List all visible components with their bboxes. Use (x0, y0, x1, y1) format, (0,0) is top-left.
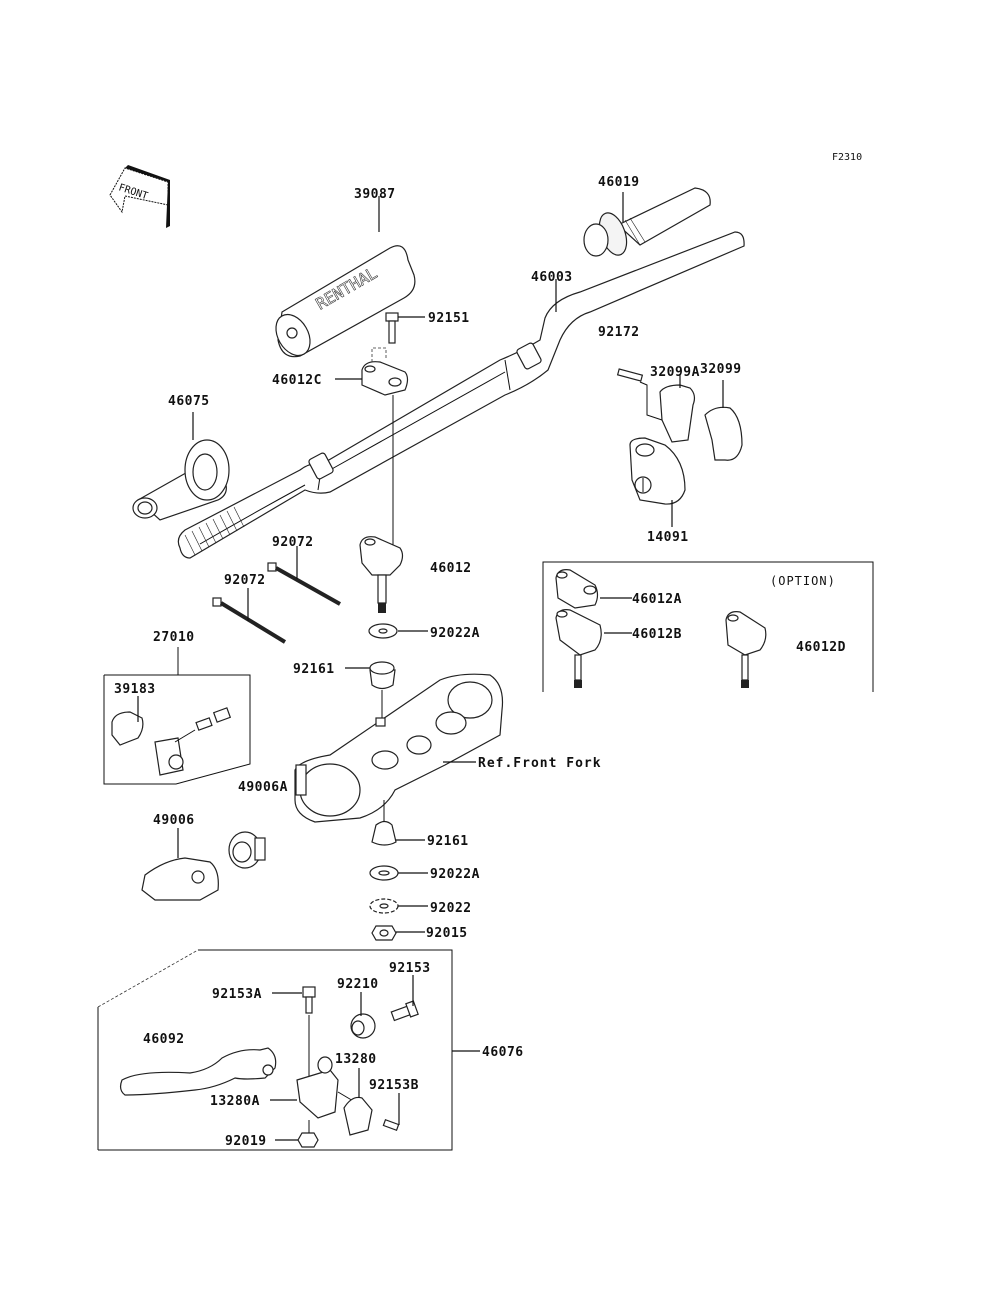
part-label-92161-top: 92161 (293, 662, 335, 677)
cable-tie-upper (267, 562, 341, 606)
part-label-46012a: 46012A (632, 592, 682, 607)
part-label-32099a: 32099A (650, 365, 700, 380)
part-label-49006a: 49006A (238, 780, 288, 795)
lever-assembly-box (97, 949, 453, 1151)
lever-perch-13280a (296, 1056, 361, 1119)
part-label-13280a: 13280A (210, 1094, 260, 1109)
nut-92019 (297, 1132, 319, 1148)
part-label-92153a: 92153A (212, 987, 262, 1002)
washer-92022a-top (368, 623, 398, 639)
upper-clamp-46012c (361, 361, 409, 396)
part-label-92072b: 92072 (224, 573, 266, 588)
part-label-92022a-top: 92022A (430, 626, 480, 641)
part-label-46019: 46019 (598, 175, 640, 190)
part-label-39183: 39183 (114, 682, 156, 697)
part-label-39087: 39087 (354, 187, 396, 202)
option-label: (OPTION) (770, 574, 836, 588)
part-label-46012: 46012 (430, 561, 472, 576)
bushing-92161-bottom (371, 820, 397, 846)
figure-code: F2310 (832, 152, 862, 163)
clutch-lever-46092 (119, 1047, 277, 1096)
part-label-92161-bot: 92161 (427, 834, 469, 849)
lower-clamp-46012 (359, 536, 404, 613)
cover-49006a (228, 831, 266, 869)
bolt-92153 (390, 1000, 419, 1022)
washer-92022 (369, 898, 399, 914)
bolt-92153a (302, 986, 316, 1014)
handlebar-pad: RENTHAL (275, 245, 416, 358)
nut-92015 (371, 925, 397, 941)
part-label-92172: 92172 (598, 325, 640, 340)
bolt-92153b (382, 1119, 400, 1131)
part-label-27010: 27010 (153, 630, 195, 645)
throttle-grip (583, 187, 711, 257)
part-label-92151: 92151 (428, 311, 470, 326)
front-arrow-icon: FRONT (109, 165, 170, 228)
switch-housing-assembly (616, 368, 743, 505)
part-label-92022a-bot: 92022A (430, 867, 480, 882)
part-label-46012d: 46012D (796, 640, 846, 655)
adjuster-92210 (350, 1013, 376, 1039)
clamp-13280 (343, 1096, 373, 1136)
switch-kit-box (103, 647, 251, 785)
part-label-46076: 46076 (482, 1045, 524, 1060)
handlebar (177, 231, 745, 559)
part-label-13280: 13280 (335, 1052, 377, 1067)
part-label-92072a: 92072 (272, 535, 314, 550)
part-label-92153: 92153 (389, 961, 431, 976)
grip-46075 (132, 439, 230, 521)
part-label-92153b: 92153B (369, 1078, 419, 1093)
part-label-49006: 49006 (153, 813, 195, 828)
part-label-46012c: 46012C (272, 373, 322, 388)
option-box: (OPTION) (542, 561, 874, 692)
part-label-32099: 32099 (700, 362, 742, 377)
part-label-92210: 92210 (337, 977, 379, 992)
bushing-92161-top (369, 661, 396, 690)
washer-92022a-bottom (369, 865, 399, 881)
cable-tie-lower (212, 597, 287, 644)
part-label-92022: 92022 (430, 901, 472, 916)
part-label-46075: 46075 (168, 394, 210, 409)
part-label-14091: 14091 (647, 530, 689, 545)
part-label-92015: 92015 (426, 926, 468, 941)
part-label-46092: 46092 (143, 1032, 185, 1047)
part-label-92019: 92019 (225, 1134, 267, 1149)
part-label-46003: 46003 (531, 270, 573, 285)
ref-front-fork-label: Ref.Front Fork (478, 756, 602, 771)
part-label-46012b: 46012B (632, 627, 682, 642)
bolt-92151 (385, 312, 399, 344)
cover-49006 (141, 857, 219, 901)
triple-clamp (294, 673, 504, 823)
